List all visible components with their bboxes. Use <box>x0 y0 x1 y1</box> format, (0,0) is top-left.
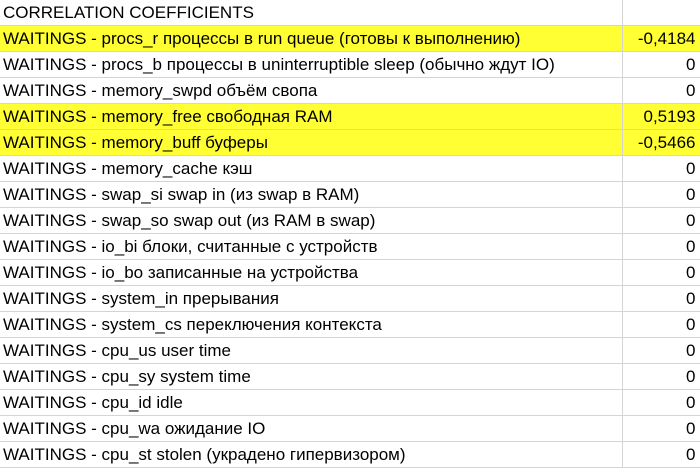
table-row: WAITINGS - cpu_id idle 0 <box>0 389 700 416</box>
row-label-cell[interactable]: WAITINGS - cpu_wa ожидание IO <box>0 415 623 442</box>
row-value-cell[interactable]: 0 <box>622 311 700 338</box>
table-row: WAITINGS - cpu_us user time 0 <box>0 337 700 364</box>
table-row: WAITINGS - procs_b процессы в uninterrup… <box>0 51 700 78</box>
row-value-cell[interactable]: 0 <box>622 207 700 234</box>
table-row: WAITINGS - swap_so swap out (из RAM в sw… <box>0 207 700 234</box>
table-row: WAITINGS - memory_cache кэш 0 <box>0 155 700 182</box>
table-row: WAITINGS - memory_swpd объём свопа 0 <box>0 77 700 104</box>
row-label-cell[interactable]: WAITINGS - swap_si swap in (из swap в RA… <box>0 181 623 208</box>
row-value-cell[interactable]: 0,5193 <box>622 103 700 130</box>
table-title-value-cell[interactable] <box>622 0 700 26</box>
row-value-cell[interactable]: -0,5466 <box>622 129 700 156</box>
table-row: WAITINGS - io_bo записанные на устройств… <box>0 259 700 286</box>
row-value-cell[interactable]: 0 <box>622 337 700 364</box>
table-row: WAITINGS - system_cs переключения контек… <box>0 311 700 338</box>
row-value-cell[interactable]: 0 <box>622 259 700 286</box>
row-label-cell[interactable]: WAITINGS - cpu_id idle <box>0 389 623 416</box>
table-row-highlighted: WAITINGS - procs_r процессы в run queue … <box>0 25 700 52</box>
row-label-cell[interactable]: WAITINGS - cpu_sy system time <box>0 363 623 390</box>
row-value-cell[interactable]: 0 <box>622 155 700 182</box>
table-row-highlighted: WAITINGS - memory_free свободная RAM 0,5… <box>0 103 700 130</box>
table-row: WAITINGS - system_in прерывания 0 <box>0 285 700 312</box>
row-label-cell[interactable]: WAITINGS - swap_so swap out (из RAM в sw… <box>0 207 623 234</box>
row-label-cell[interactable]: WAITINGS - cpu_us user time <box>0 337 623 364</box>
row-value-cell[interactable]: 0 <box>622 51 700 78</box>
row-label-cell[interactable]: WAITINGS - memory_swpd объём свопа <box>0 77 623 104</box>
table-row: WAITINGS - swap_si swap in (из swap в RA… <box>0 181 700 208</box>
table-row: WAITINGS - cpu_st stolen (украдено гипер… <box>0 441 700 468</box>
row-label-cell[interactable]: WAITINGS - memory_cache кэш <box>0 155 623 182</box>
row-label-cell[interactable]: WAITINGS - memory_buff буферы <box>0 129 623 156</box>
table-title-cell[interactable]: CORRELATION COEFFICIENTS <box>0 0 623 26</box>
table-row: WAITINGS - cpu_sy system time 0 <box>0 363 700 390</box>
row-label-cell[interactable]: WAITINGS - memory_free свободная RAM <box>0 103 623 130</box>
table-row: WAITINGS - io_bi блоки, считанные с устр… <box>0 233 700 260</box>
table-row-highlighted: WAITINGS - memory_buff буферы -0,5466 <box>0 129 700 156</box>
row-label-cell[interactable]: WAITINGS - cpu_st stolen (украдено гипер… <box>0 441 623 468</box>
row-value-cell[interactable]: -0,4184 <box>622 25 700 52</box>
row-label-cell[interactable]: WAITINGS - system_in прерывания <box>0 285 623 312</box>
row-label-cell[interactable]: WAITINGS - system_cs переключения контек… <box>0 311 623 338</box>
row-value-cell[interactable]: 0 <box>622 181 700 208</box>
row-label-cell[interactable]: WAITINGS - io_bo записанные на устройств… <box>0 259 623 286</box>
row-value-cell[interactable]: 0 <box>622 441 700 468</box>
row-value-cell[interactable]: 0 <box>622 363 700 390</box>
row-value-cell[interactable]: 0 <box>622 415 700 442</box>
row-value-cell[interactable]: 0 <box>622 285 700 312</box>
row-value-cell[interactable]: 0 <box>622 233 700 260</box>
row-label-cell[interactable]: WAITINGS - procs_r процессы в run queue … <box>0 25 623 52</box>
row-value-cell[interactable]: 0 <box>622 389 700 416</box>
table-row: WAITINGS - cpu_wa ожидание IO 0 <box>0 415 700 442</box>
row-value-cell[interactable]: 0 <box>622 77 700 104</box>
row-label-cell[interactable]: WAITINGS - io_bi блоки, считанные с устр… <box>0 233 623 260</box>
row-label-cell[interactable]: WAITINGS - procs_b процессы в uninterrup… <box>0 51 623 78</box>
table-header-row: CORRELATION COEFFICIENTS <box>0 0 700 26</box>
